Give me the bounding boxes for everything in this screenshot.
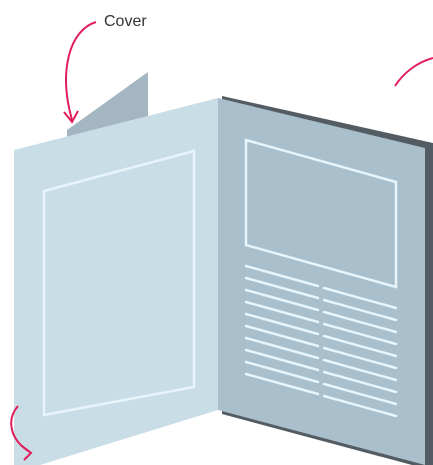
- right-arrow: [395, 58, 433, 86]
- cover-arrow: [66, 22, 96, 120]
- cover-label: Cover: [104, 13, 147, 30]
- right-page: [218, 98, 425, 465]
